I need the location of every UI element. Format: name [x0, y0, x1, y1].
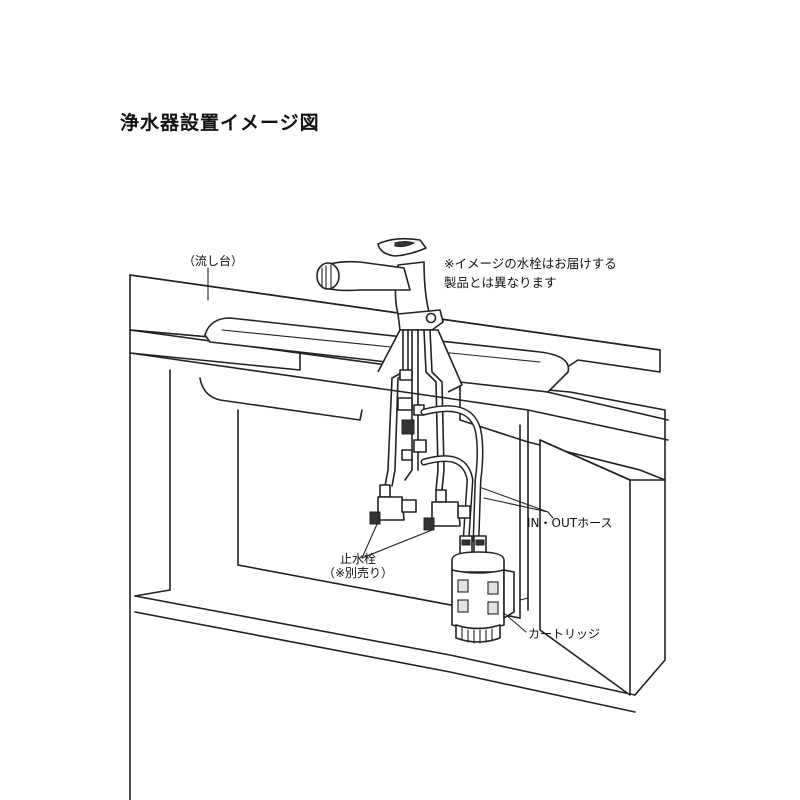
faucet-note: ※イメージの水栓はお届けする 製品とは異なります: [444, 254, 617, 292]
counter-label: （流し台）: [183, 254, 244, 268]
stop-valve-label-sub: （※別売り）: [322, 566, 394, 581]
cabinet: [129, 352, 666, 800]
hoses-label: IN・OUTホース: [527, 516, 613, 530]
faucet: [316, 237, 444, 331]
cartridge: [451, 535, 515, 644]
faucet-note-line1: ※イメージの水栓はお届けする: [444, 256, 617, 271]
faucet-note-line2: 製品とは異なります: [444, 275, 557, 290]
stop-valves: [369, 484, 471, 531]
leader-lines: [207, 267, 554, 633]
in-out-hoses: [420, 405, 484, 544]
supply-pipes: [384, 329, 445, 491]
stop-valve-label: 止水栓 （※別売り）: [316, 552, 400, 581]
stop-valve-label-main: 止水栓: [339, 552, 376, 566]
cartridge-label: カートリッジ: [528, 627, 601, 641]
diagram-title: 浄水器設置イメージ図: [120, 112, 320, 134]
